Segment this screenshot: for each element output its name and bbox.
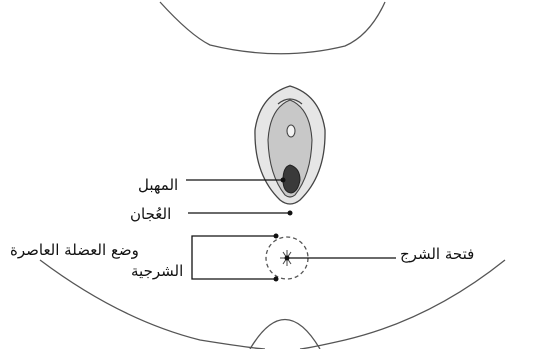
right-thigh-outline	[300, 260, 505, 349]
vagina-label: المهبل	[138, 176, 178, 194]
anal-opening-leader-dot	[285, 256, 290, 261]
sphincter-top-dot	[274, 234, 279, 239]
perineum-label: العُجان	[130, 205, 171, 223]
urethra	[287, 125, 295, 137]
sphincter-label-line2: الشرجية	[131, 262, 183, 280]
sphincter-label-line1: وضع العضلة العاصرة	[10, 241, 139, 259]
upper-body-outline	[160, 2, 385, 54]
anal-opening-label: فتحة الشرج	[400, 245, 474, 263]
sphincter-bracket	[192, 236, 276, 279]
sphincter-bottom-dot	[274, 277, 279, 282]
buttock-cleft	[250, 320, 320, 349]
vagina-leader-dot	[281, 178, 286, 183]
perineum-leader-dot	[288, 211, 293, 216]
